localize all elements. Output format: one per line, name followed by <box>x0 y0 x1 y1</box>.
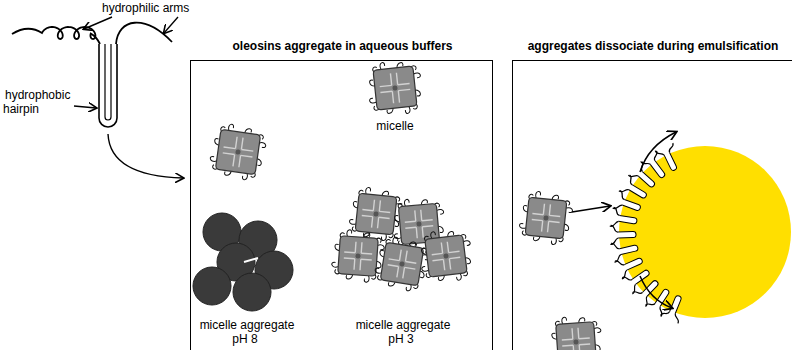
part-label: micelle aggregate pH 8 <box>190 318 302 346</box>
motion-arrow <box>572 206 610 212</box>
hydrophilic-arm <box>116 23 172 44</box>
inserted-oleosin <box>655 142 684 174</box>
panel-heading: aggregates dissociate during emulsificat… <box>528 39 779 53</box>
motion-arrow <box>640 276 672 308</box>
inserted-oleosin <box>614 251 646 279</box>
micelle-icon <box>518 190 574 246</box>
part-label: micelle <box>355 119 435 133</box>
aggregate-blob <box>233 273 271 311</box>
micelle-icon <box>549 315 604 350</box>
motion-arrow <box>640 132 676 172</box>
part-label: hydrophilic arms <box>100 1 191 15</box>
hydrophilic-arm <box>12 27 100 44</box>
inserted-oleosin <box>610 224 637 244</box>
blob-highlight <box>244 258 258 262</box>
leader-arrow <box>164 17 178 33</box>
label-text: micelle aggregate pH 3 <box>354 318 451 346</box>
aggregate-blob <box>193 267 231 305</box>
inserted-oleosin <box>610 207 639 230</box>
label-text: micelle aggregate pH 8 <box>198 318 295 346</box>
label-text: hydrophilic arms <box>100 1 191 15</box>
leader-arrow <box>84 17 112 29</box>
oil-droplet <box>619 146 791 318</box>
micelle-icon <box>208 122 268 182</box>
panel-box: aggregates dissociate during emulsificat… <box>512 60 792 350</box>
micelle-icon <box>331 229 386 284</box>
label-text: micelle <box>374 119 415 133</box>
micelle-icon <box>366 59 424 117</box>
micelle-icon <box>373 235 431 293</box>
panel-heading: oleosins aggregate in aqueous buffers <box>232 39 452 53</box>
part-label: hydrophobic hairpin <box>3 88 83 116</box>
label-text: hydrophobic hairpin <box>3 88 70 116</box>
hydrophobic-hairpin <box>99 44 117 127</box>
leader-arrow <box>74 106 96 108</box>
part-label: micelle aggregate pH 3 <box>346 318 458 346</box>
hydrophobic-hairpin <box>105 44 111 120</box>
panel-box: oleosins aggregate in aqueous buffers <box>190 60 493 350</box>
leader-arrow <box>108 134 183 178</box>
micelle-icon <box>418 228 475 285</box>
